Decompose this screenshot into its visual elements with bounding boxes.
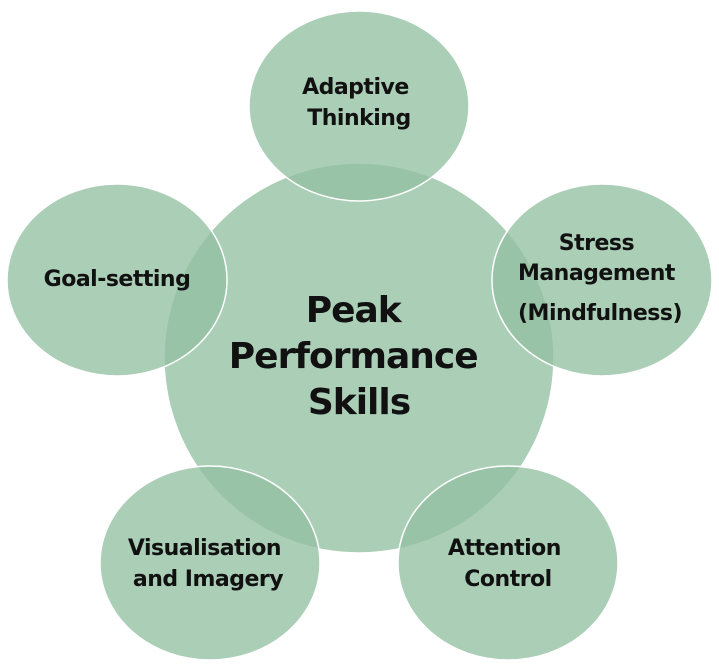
satellite-stress-management: Stress Management (Mindfulness): [491, 183, 713, 377]
satellite-label-line: Goal-setting: [44, 267, 191, 292]
center-node: Peak Performance Skills: [163, 162, 555, 554]
satellite-goal-setting: Goal-setting: [6, 183, 228, 377]
satellite-label-line: Control: [464, 567, 551, 592]
satellite-adaptive-thinking: Adaptive Thinking: [248, 10, 470, 202]
satellite-ellipse: [6, 183, 228, 377]
satellite-label-line: Visualisation: [128, 536, 281, 561]
satellite-label: Stress Management (Mindfulness): [518, 231, 682, 326]
satellite-visualisation-imagery: Visualisation and Imagery: [99, 465, 321, 661]
satellite-label-line: and Imagery: [133, 567, 283, 592]
satellite-label-line: Adaptive: [302, 75, 409, 100]
center-label-line: Skills: [308, 382, 410, 423]
satellite-label: Attention Control: [448, 536, 568, 592]
satellite-label: Visualisation and Imagery: [128, 536, 288, 592]
satellite-ellipse: [248, 10, 470, 202]
satellite-label-line: Management: [518, 261, 676, 286]
center-label-line: Performance: [229, 336, 478, 377]
satellite-label-line: Thinking: [307, 106, 410, 131]
satellite-label: Goal-setting: [44, 267, 191, 292]
satellite-label-line: Stress: [559, 231, 635, 256]
satellite-label: Adaptive Thinking: [302, 75, 416, 131]
satellite-attention-control: Attention Control: [397, 465, 619, 661]
satellite-ellipse: [491, 183, 713, 377]
center-label: Peak Performance Skills: [229, 290, 489, 423]
center-label-line: Peak: [306, 290, 403, 331]
satellite-ellipse: [397, 465, 619, 661]
satellite-label-line: Attention: [448, 536, 561, 561]
satellite-label-line: (Mindfulness): [518, 301, 682, 326]
satellite-ellipse: [99, 465, 321, 661]
